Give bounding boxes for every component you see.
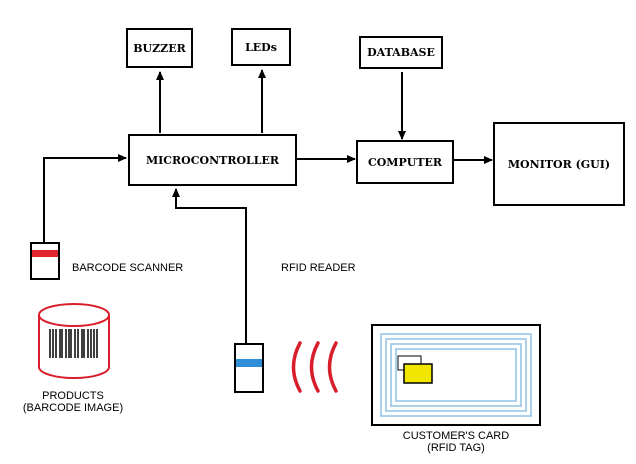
buzzer-block: BUZZER (126, 28, 193, 68)
customer-card-label-line2: (RFID TAG) (427, 442, 485, 454)
monitor-block: MONITOR (GUI) (493, 122, 625, 206)
database-block: DATABASE (359, 36, 443, 69)
barcode-scanner-label: BARCODE SCANNER (72, 262, 184, 274)
computer-block: COMPUTER (356, 140, 454, 184)
arrow-scanner-to-mcu (43, 154, 127, 243)
barcode-bars (49, 329, 98, 358)
barcode-scanner-icon (30, 242, 60, 280)
scanner-red-band (32, 250, 58, 257)
products-label-line1: PRODUCTS (42, 390, 104, 402)
reader-blue-band (236, 359, 262, 367)
connector-lines (43, 69, 493, 344)
rfid-reader-label: RFID READER (281, 262, 356, 274)
customer-card-label-line1: CUSTOMER'S CARD (402, 430, 510, 442)
leds-block: LEDs (231, 28, 291, 66)
products-label: PRODUCTS (BARCODE IMAGE) (18, 390, 128, 414)
rfid-reader-icon (234, 343, 264, 393)
arrow-reader-to-mcu (172, 188, 247, 344)
rf-waves-icon (291, 341, 338, 393)
customer-card-label: CUSTOMER'S CARD (RFID TAG) (376, 430, 536, 454)
rfid-chip (403, 363, 433, 384)
products-label-line2: (BARCODE IMAGE) (22, 402, 124, 414)
customer-card-icon (371, 324, 541, 426)
products-barcode-icon (38, 303, 110, 379)
microcontroller-block: MICROCONTROLLER (128, 134, 297, 186)
